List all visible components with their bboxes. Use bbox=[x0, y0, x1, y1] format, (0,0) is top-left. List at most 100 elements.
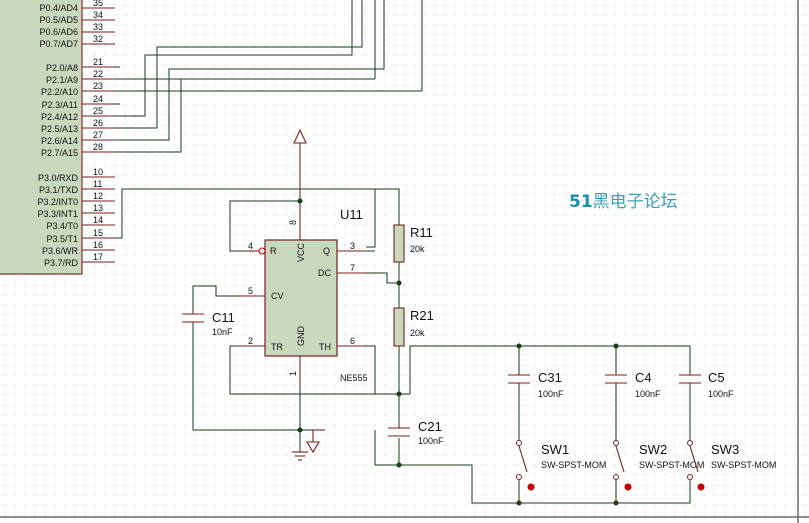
pin-label-r: R bbox=[270, 246, 277, 256]
pin-label-q: Q bbox=[323, 246, 330, 256]
sw1-value: SW-SPST-MOM bbox=[541, 460, 606, 470]
mcu-pin-number: 10 bbox=[93, 167, 103, 177]
c5-value: 100nF bbox=[708, 389, 734, 399]
pin-label-cv: CV bbox=[271, 291, 284, 301]
sw2-ref: SW2 bbox=[639, 442, 667, 457]
p35-wire bbox=[115, 188, 376, 248]
r11-value: 20k bbox=[410, 244, 425, 254]
watermark: 51黑电子论坛 bbox=[569, 192, 678, 212]
mcu-pin-label: P3.2/INT0 bbox=[37, 197, 78, 207]
ground-symbol bbox=[292, 451, 308, 461]
mcu-pin-label: P0.7/AD7 bbox=[39, 39, 78, 49]
pin-num-q: 3 bbox=[350, 241, 355, 251]
mcu-pin-number: 34 bbox=[93, 10, 103, 20]
c21-value: 100nF bbox=[418, 436, 444, 446]
mcu-pin-label: P3.7/RD bbox=[44, 258, 79, 268]
pin-label-tr: TR bbox=[271, 342, 283, 352]
pin-num-vcc: 8 bbox=[288, 220, 298, 225]
ne555-part: NE555 bbox=[340, 373, 368, 383]
mcu-pin-number: 15 bbox=[93, 228, 103, 238]
switch-sw3[interactable]: SW3 SW-SPST-MOM bbox=[687, 440, 777, 491]
pin-label-gnd: GND bbox=[296, 326, 306, 347]
watermark-rest: 黑电子论坛 bbox=[593, 192, 678, 212]
mcu-pin-label: P0.4/AD4 bbox=[39, 3, 78, 13]
resistor-r11[interactable]: R11 20k bbox=[393, 224, 433, 263]
junctions bbox=[297, 198, 619, 506]
mcu-pin-number: 28 bbox=[93, 142, 103, 152]
mcu-pin-number: 35 bbox=[93, 0, 103, 8]
mcu-pin-label: P3.1/TXD bbox=[39, 185, 79, 195]
ne555-body bbox=[264, 239, 338, 357]
capacitor-c11[interactable]: C11 10nF bbox=[182, 310, 235, 337]
r21-value: 20k bbox=[410, 328, 425, 338]
ne555-u11[interactable]: U11 NE555 8 VCC 4 R 3 Q 7 DC 5 CV 2 TR 6… bbox=[237, 189, 368, 386]
mcu-pins-top: P0.4/AD4 35 P0.5/AD5 34 P0.6/AD6 33 P0.7… bbox=[39, 0, 115, 49]
mcu-pin-number: 33 bbox=[93, 22, 103, 32]
mcu-pin-label: P2.3/A11 bbox=[42, 100, 78, 110]
mcu-pin-number: 32 bbox=[93, 34, 103, 44]
pin-num-th: 6 bbox=[350, 336, 355, 346]
ne555-ref: U11 bbox=[340, 207, 363, 222]
c21-ref: C21 bbox=[418, 419, 442, 434]
ground-terminal bbox=[306, 429, 325, 454]
mcu-pin-label: P3.0/RXD bbox=[38, 173, 79, 183]
mcu-pins-p2: P2.0/A8 21 P2.1/A9 22 P2.2/A10 23 P2.3/A… bbox=[41, 57, 115, 158]
vcc-terminal[interactable] bbox=[293, 128, 307, 189]
sw2-value: SW-SPST-MOM bbox=[639, 460, 704, 470]
mcu-pin-label: P2.6/A14 bbox=[41, 136, 78, 146]
mcu-pin-number: 13 bbox=[93, 203, 103, 213]
resistor-r21[interactable]: R21 20k bbox=[393, 307, 434, 347]
c4-ref: C4 bbox=[635, 370, 652, 385]
r11-ref: R11 bbox=[410, 225, 433, 240]
pin-num-gnd: 1 bbox=[288, 371, 298, 376]
mcu-pins-p3: P3.0/RXD 10 P3.1/TXD 11 P3.2/INT0 12 P3.… bbox=[37, 167, 115, 268]
pin-label-vcc: VCC bbox=[296, 242, 306, 262]
c31-value: 100nF bbox=[538, 389, 564, 399]
sw3-value: SW-SPST-MOM bbox=[711, 460, 776, 470]
mcu-pin-number: 17 bbox=[93, 252, 103, 262]
switch-sw2[interactable]: SW2 SW-SPST-MOM bbox=[613, 440, 705, 491]
r21-ref: R21 bbox=[410, 308, 434, 323]
mcu-pin-number: 25 bbox=[93, 106, 103, 116]
capacitor-c21[interactable]: C21 100nF bbox=[388, 419, 444, 446]
watermark-prefix: 51 bbox=[569, 192, 593, 212]
mcu-pin-number: 23 bbox=[93, 81, 103, 91]
pin-num-tr: 2 bbox=[248, 336, 253, 346]
mcu-pin-number: 14 bbox=[93, 215, 103, 225]
mcu-pin-label: P3.5/T1 bbox=[46, 234, 78, 244]
c11-ref: C11 bbox=[212, 310, 235, 325]
mcu-pin-label: P3.6/WR bbox=[42, 246, 79, 256]
switch-sw1[interactable]: SW1 SW-SPST-MOM bbox=[516, 440, 607, 491]
mcu-pin-label: P3.3/INT1 bbox=[37, 209, 78, 219]
mcu-body bbox=[0, 0, 83, 275]
pin-label-dc: DC bbox=[318, 268, 331, 278]
capacitor-c31[interactable]: C31 100nF bbox=[508, 370, 564, 399]
mcu-pin-label: P2.7/A15 bbox=[41, 148, 78, 158]
mcu-pin-label: P3.4/T0 bbox=[46, 221, 78, 231]
mcu-pin-label: P2.4/A12 bbox=[41, 112, 78, 122]
mcu-pin-number: 27 bbox=[93, 130, 103, 140]
mcu-pin-number: 26 bbox=[93, 118, 103, 128]
sw3-ref: SW3 bbox=[711, 442, 739, 457]
mcu-pin-number: 16 bbox=[93, 240, 103, 250]
mcu-pin-label: P2.1/A9 bbox=[46, 75, 78, 85]
mcu-pin-number: 11 bbox=[93, 179, 102, 189]
pin-num-cv: 5 bbox=[248, 286, 253, 296]
mcu-u1[interactable]: P0.4/AD4 35 P0.5/AD5 34 P0.6/AD6 33 P0.7… bbox=[0, 0, 115, 275]
c4-value: 100nF bbox=[635, 389, 661, 399]
mcu-pin-label: P0.5/AD5 bbox=[39, 15, 78, 25]
p2-bus-wires bbox=[115, 0, 423, 153]
capacitor-c4[interactable]: C4 100nF bbox=[605, 370, 661, 399]
mcu-pin-number: 22 bbox=[93, 69, 103, 79]
timer-wires bbox=[192, 188, 691, 504]
mcu-pin-label: P2.2/A10 bbox=[41, 87, 78, 97]
mcu-pin-number: 24 bbox=[93, 94, 103, 104]
mcu-pin-number: 21 bbox=[93, 57, 103, 67]
mcu-pin-number: 12 bbox=[93, 191, 103, 201]
capacitor-c5[interactable]: C5 100nF bbox=[679, 370, 734, 399]
pin-label-th: TH bbox=[319, 342, 331, 352]
mcu-pin-label: P0.6/AD6 bbox=[39, 27, 78, 37]
pin-num-r: 4 bbox=[248, 241, 253, 251]
c5-ref: C5 bbox=[708, 370, 725, 385]
pin-num-dc: 7 bbox=[350, 263, 355, 273]
